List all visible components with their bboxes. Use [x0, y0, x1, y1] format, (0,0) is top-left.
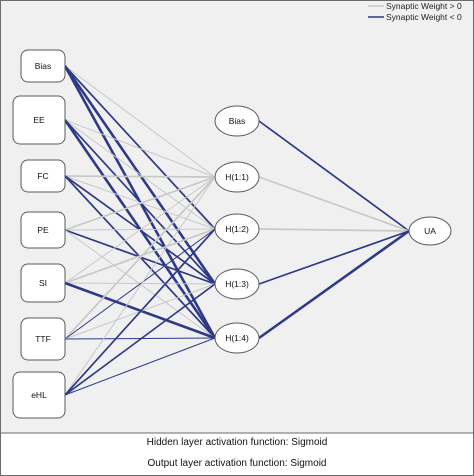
- nodes: BiasEEFCPESITTFeHLBiasH(1:1)H(1:2)H(1:3)…: [12, 49, 452, 419]
- input-node-i5: TTF: [20, 317, 66, 361]
- output-node-o1: UA: [408, 216, 452, 246]
- output-node-label: UA: [424, 226, 436, 236]
- edge-i4-h1: [64, 176, 216, 284]
- input-node-shape: [12, 95, 66, 145]
- edge-i3-h1: [64, 176, 216, 231]
- input-node-label: EE: [33, 115, 45, 125]
- input-node-i4: SI: [20, 263, 66, 303]
- output-node-shape: [408, 216, 452, 246]
- hidden-node-h2: H(1:2): [214, 213, 260, 245]
- hidden-node-h3: H(1:3): [214, 268, 260, 300]
- hidden-node-label: H(1:1): [225, 172, 249, 182]
- hidden-node-shape: [214, 161, 260, 193]
- edge-i2-h1: [64, 175, 216, 178]
- edge-i6-h4: [64, 337, 216, 396]
- edge-i0-h2: [64, 65, 216, 230]
- hidden-node-shape: [214, 268, 260, 300]
- hidden-node-h1: H(1:1): [214, 161, 260, 193]
- input-node-label: Bias: [35, 61, 52, 71]
- edge-h4-o1: [258, 229, 410, 340]
- hidden-node-label: H(1:3): [225, 279, 249, 289]
- legend-negative-label: Synaptic Weight < 0: [386, 12, 462, 22]
- input-node-shape: [12, 371, 66, 419]
- edge-i4-h4: [64, 281, 216, 340]
- edge-h3-o1: [258, 230, 410, 285]
- legend: Synaptic Weight > 0 Synaptic Weight < 0: [368, 1, 462, 22]
- legend-positive-label: Synaptic Weight > 0: [386, 1, 462, 11]
- input-node-label: PE: [37, 225, 49, 235]
- edge-h1-o1: [258, 176, 410, 232]
- hidden-node-shape: [214, 322, 260, 354]
- edge-i5-h1: [64, 176, 216, 340]
- edge-h0-o1: [258, 120, 410, 232]
- hidden-node-h0: Bias: [214, 105, 260, 137]
- output-activation-caption: Output layer activation function: Sigmoi…: [147, 458, 327, 469]
- input-node-i0: Bias: [20, 49, 66, 83]
- edge-i0-h1: [64, 65, 216, 178]
- input-node-shape: [20, 317, 66, 361]
- input-node-shape: [20, 211, 66, 249]
- edge-i5-h2: [64, 228, 216, 340]
- edge-i6-h1: [64, 176, 216, 396]
- hidden-node-h4: H(1:4): [214, 322, 260, 354]
- input-node-label: eHL: [31, 390, 47, 400]
- edge-i1-h1: [64, 119, 216, 178]
- connections: [63, 65, 410, 396]
- input-node-i3: PE: [20, 211, 66, 249]
- input-node-label: FC: [37, 171, 48, 181]
- input-node-i1: EE: [12, 95, 66, 145]
- edge-i6-h2: [64, 228, 216, 396]
- edge-i1-h2: [64, 119, 216, 230]
- edge-i4-h2: [64, 228, 216, 284]
- input-node-i6: eHL: [12, 371, 66, 419]
- input-node-shape: [20, 263, 66, 303]
- input-node-shape: [20, 159, 66, 193]
- input-node-shape: [20, 49, 66, 83]
- hidden-node-shape: [214, 105, 260, 137]
- hidden-node-shape: [214, 213, 260, 245]
- input-node-label: TTF: [35, 334, 51, 344]
- edge-i6-h3: [64, 283, 216, 396]
- edge-i2-h2: [64, 175, 216, 230]
- hidden-node-label: H(1:2): [225, 224, 249, 234]
- hidden-activation-caption: Hidden layer activation function: Sigmoi…: [146, 437, 328, 448]
- hidden-node-label: Bias: [229, 116, 246, 126]
- input-node-label: SI: [39, 278, 47, 288]
- input-node-i2: FC: [20, 159, 66, 193]
- hidden-node-label: H(1:4): [225, 333, 249, 343]
- edge-h2-o1: [258, 228, 410, 232]
